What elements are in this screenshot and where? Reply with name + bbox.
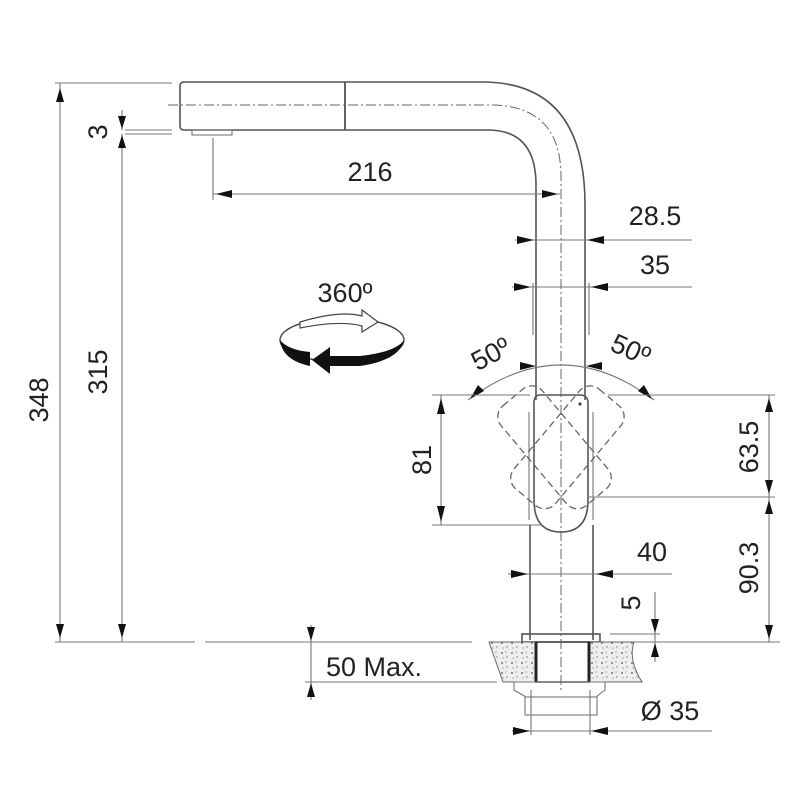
aerator-offset-label: 3 <box>83 124 113 139</box>
dimension-lines <box>55 82 780 735</box>
lever-angle-right-label: 50º <box>606 328 655 372</box>
spout-diameter-label: 28.5 <box>629 201 682 231</box>
outlet-height-label: 315 <box>83 349 113 394</box>
faucet-body <box>168 81 625 690</box>
spout-reach-label: 216 <box>347 157 392 187</box>
rotation-360-icon <box>279 308 405 374</box>
mounting-hole-label: Ø 35 <box>641 696 700 726</box>
lever-height-label: 81 <box>407 445 437 475</box>
upper-body-diameter-label: 35 <box>640 250 670 280</box>
dimension-labels: 348 315 3 216 28.5 35 360º 50º 50º 81 63… <box>24 124 764 726</box>
lever-angle-left-label: 50º <box>466 331 515 376</box>
total-height-label: 348 <box>24 377 54 422</box>
countertop-section <box>488 641 643 735</box>
pivot-to-deck-label: 90.3 <box>734 542 764 595</box>
base-diameter-label: 40 <box>637 537 667 567</box>
deck-thickness-label: 50 Max. <box>326 652 422 682</box>
lever-top-to-pivot-label: 63.5 <box>734 421 764 474</box>
flange-height-label: 5 <box>616 595 646 610</box>
rotation-label: 360º <box>318 278 373 308</box>
